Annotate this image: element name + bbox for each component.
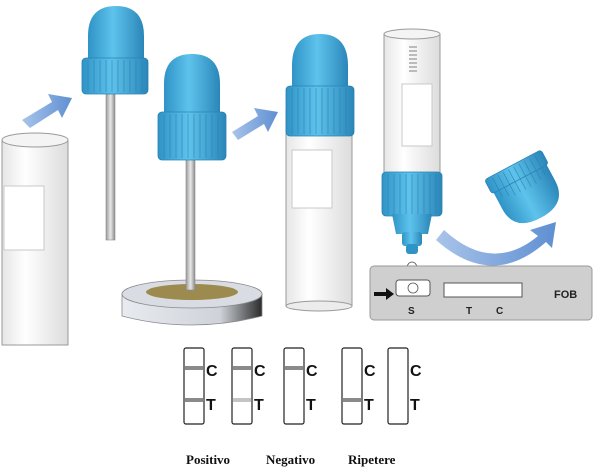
- closed-tube: [285, 34, 355, 312]
- strip-t-label: T: [306, 397, 316, 414]
- sample-well-label: S: [408, 306, 415, 317]
- strip-t-label: T: [364, 397, 374, 414]
- strip-outline: [283, 347, 305, 425]
- cap-with-stick-in-sample: [157, 54, 227, 291]
- test-line-label: T: [466, 306, 472, 317]
- test-line: [185, 398, 203, 402]
- control-line: [233, 366, 251, 370]
- result-label-repeat: Ripetere: [348, 452, 396, 467]
- control-line: [285, 366, 303, 370]
- strip-c-label: C: [364, 363, 376, 380]
- arrow-pointer-icon: [374, 288, 394, 300]
- arrow-icon: [232, 108, 278, 140]
- result-label-negative: Negativo: [266, 452, 315, 467]
- test-line: [233, 398, 251, 402]
- result-window: [443, 282, 523, 298]
- arrow-icon: [22, 94, 72, 128]
- curved-arrow-icon: [436, 222, 556, 266]
- result-strip: CT: [283, 347, 318, 425]
- test-line: [343, 398, 361, 402]
- result-strip: CT: [341, 347, 376, 425]
- cap-with-collection-stick: [81, 6, 149, 241]
- strip-outline: [341, 347, 363, 425]
- strip-c-label: C: [254, 363, 266, 380]
- strip-t-label: T: [206, 397, 216, 414]
- control-line: [185, 366, 203, 370]
- strip-t-label: T: [254, 397, 264, 414]
- brand-label: FOB: [554, 289, 577, 301]
- strip-outline: [231, 347, 253, 425]
- strip-c-label: C: [410, 363, 422, 380]
- test-cassette: S T C FOB: [369, 265, 593, 321]
- strip-c-label: C: [206, 363, 218, 380]
- removed-cap: [485, 150, 559, 224]
- sample-dish: [121, 279, 263, 326]
- strip-outline: [183, 347, 205, 425]
- result-strip: CT: [387, 347, 422, 425]
- result-strip: CT: [183, 347, 218, 425]
- inverted-tube: [381, 28, 443, 254]
- result-label-positive: Positivo: [186, 452, 230, 467]
- strip-outline: [387, 347, 409, 425]
- strip-c-label: C: [306, 363, 318, 380]
- result-strip: CT: [231, 347, 266, 425]
- strip-t-label: T: [410, 397, 420, 414]
- empty-tube: [1, 132, 69, 346]
- control-line-label: C: [496, 306, 503, 317]
